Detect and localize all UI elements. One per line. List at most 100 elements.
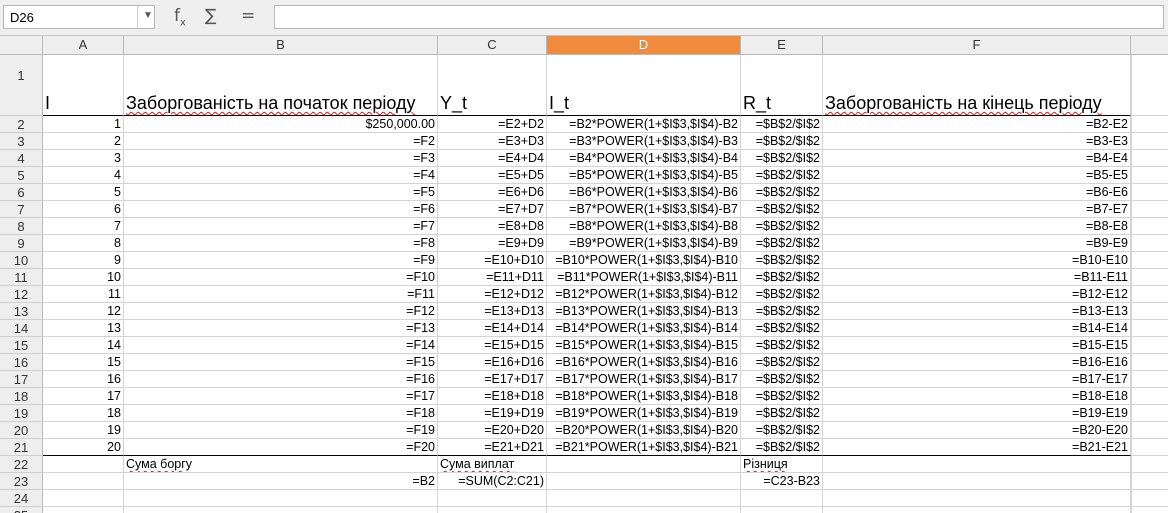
cell-b23[interactable]: =B2 — [124, 473, 438, 490]
row-header-22[interactable]: 22 — [0, 456, 43, 473]
cell-f6[interactable]: =B6-E6 — [823, 184, 1131, 201]
row-header-20[interactable]: 20 — [0, 422, 43, 439]
cell-e8[interactable]: =$B$2/$I$2 — [741, 218, 823, 235]
cell-d25[interactable] — [547, 507, 741, 513]
cell-f22[interactable] — [823, 456, 1131, 473]
equals-icon[interactable]: = — [241, 6, 256, 26]
column-header-c[interactable]: C — [438, 36, 547, 55]
cell-d2[interactable]: =B2*POWER(1+$I$3,$I$4)-B2 — [547, 116, 741, 133]
row-header-5[interactable]: 5 — [0, 167, 43, 184]
cell-b14[interactable]: =F13 — [124, 320, 438, 337]
cell-d9[interactable]: =B9*POWER(1+$I$3,$I$4)-B9 — [547, 235, 741, 252]
cell-b16[interactable]: =F15 — [124, 354, 438, 371]
cell-f8[interactable]: =B8-E8 — [823, 218, 1131, 235]
cell-d11[interactable]: =B11*POWER(1+$I$3,$I$4)-B11 — [547, 269, 741, 286]
cell-f11[interactable]: =B11-E11 — [823, 269, 1131, 286]
cell-c7[interactable]: =E7+D7 — [438, 201, 547, 218]
cell-next-22[interactable] — [1131, 456, 1168, 473]
row-header-2[interactable]: 2 — [0, 116, 43, 133]
cell-d14[interactable]: =B14*POWER(1+$I$3,$I$4)-B14 — [547, 320, 741, 337]
cell-f9[interactable]: =B9-E9 — [823, 235, 1131, 252]
cell-next-13[interactable] — [1131, 303, 1168, 320]
cell-next-9[interactable] — [1131, 235, 1168, 252]
cell-next-12[interactable] — [1131, 286, 1168, 303]
cell-next-3[interactable] — [1131, 133, 1168, 150]
cell-d18[interactable]: =B18*POWER(1+$I$3,$I$4)-B18 — [547, 388, 741, 405]
row-header-24[interactable]: 24 — [0, 490, 43, 507]
cell-next-23[interactable] — [1131, 473, 1168, 490]
cell-f1[interactable]: Заборгованість на кінець періоду — [823, 55, 1131, 116]
cell-e6[interactable]: =$B$2/$I$2 — [741, 184, 823, 201]
cell-d17[interactable]: =B17*POWER(1+$I$3,$I$4)-B17 — [547, 371, 741, 388]
cell-f23[interactable] — [823, 473, 1131, 490]
cell-c20[interactable]: =E20+D20 — [438, 422, 547, 439]
cell-d15[interactable]: =B15*POWER(1+$I$3,$I$4)-B15 — [547, 337, 741, 354]
row-header-11[interactable]: 11 — [0, 269, 43, 286]
row-header-14[interactable]: 14 — [0, 320, 43, 337]
cell-a9[interactable]: 8 — [43, 235, 124, 252]
cell-d13[interactable]: =B13*POWER(1+$I$3,$I$4)-B13 — [547, 303, 741, 320]
cell-c4[interactable]: =E4+D4 — [438, 150, 547, 167]
cell-b9[interactable]: =F8 — [124, 235, 438, 252]
cell-e20[interactable]: =$B$2/$I$2 — [741, 422, 823, 439]
cell-d4[interactable]: =B4*POWER(1+$I$3,$I$4)-B4 — [547, 150, 741, 167]
cell-b24[interactable] — [124, 490, 438, 507]
cell-d19[interactable]: =B19*POWER(1+$I$3,$I$4)-B19 — [547, 405, 741, 422]
cell-a11[interactable]: 10 — [43, 269, 124, 286]
cell-e23[interactable]: =C23-B23 — [741, 473, 823, 490]
function-wizard-icon[interactable]: fx — [174, 6, 186, 29]
cell-f15[interactable]: =B15-E15 — [823, 337, 1131, 354]
cell-e11[interactable]: =$B$2/$I$2 — [741, 269, 823, 286]
cell-e9[interactable]: =$B$2/$I$2 — [741, 235, 823, 252]
cell-next-17[interactable] — [1131, 371, 1168, 388]
cell-d10[interactable]: =B10*POWER(1+$I$3,$I$4)-B10 — [547, 252, 741, 269]
cell-f20[interactable]: =B20-E20 — [823, 422, 1131, 439]
cell-next-21[interactable] — [1131, 439, 1168, 456]
cell-d5[interactable]: =B5*POWER(1+$I$3,$I$4)-B5 — [547, 167, 741, 184]
cell-a7[interactable]: 6 — [43, 201, 124, 218]
cell-f25[interactable] — [823, 507, 1131, 513]
cell-d6[interactable]: =B6*POWER(1+$I$3,$I$4)-B6 — [547, 184, 741, 201]
row-header-9[interactable]: 9 — [0, 235, 43, 252]
cell-next-19[interactable] — [1131, 405, 1168, 422]
cell-b15[interactable]: =F14 — [124, 337, 438, 354]
row-header-12[interactable]: 12 — [0, 286, 43, 303]
row-header-4[interactable]: 4 — [0, 150, 43, 167]
cell-e14[interactable]: =$B$2/$I$2 — [741, 320, 823, 337]
cell-f10[interactable]: =B10-E10 — [823, 252, 1131, 269]
column-header-next[interactable] — [1131, 36, 1168, 55]
cell-a8[interactable]: 7 — [43, 218, 124, 235]
cell-b2[interactable]: $250,000.00 — [124, 116, 438, 133]
cell-c13[interactable]: =E13+D13 — [438, 303, 547, 320]
row-header-17[interactable]: 17 — [0, 371, 43, 388]
cell-f21[interactable]: =B21-E21 — [823, 439, 1131, 456]
cell-b11[interactable]: =F10 — [124, 269, 438, 286]
cell-next-6[interactable] — [1131, 184, 1168, 201]
cell-c25[interactable] — [438, 507, 547, 513]
cell-a12[interactable]: 11 — [43, 286, 124, 303]
cell-next-1[interactable] — [1131, 55, 1168, 116]
cell-a10[interactable]: 9 — [43, 252, 124, 269]
cell-c11[interactable]: =E11+D11 — [438, 269, 547, 286]
cell-next-25[interactable] — [1131, 507, 1168, 513]
cell-a18[interactable]: 17 — [43, 388, 124, 405]
cell-d12[interactable]: =B12*POWER(1+$I$3,$I$4)-B12 — [547, 286, 741, 303]
cell-c23[interactable]: =SUM(C2:C21) — [438, 473, 547, 490]
row-header-16[interactable]: 16 — [0, 354, 43, 371]
cell-c1[interactable]: Y_t — [438, 55, 547, 116]
row-header-13[interactable]: 13 — [0, 303, 43, 320]
cell-c17[interactable]: =E17+D17 — [438, 371, 547, 388]
row-header-15[interactable]: 15 — [0, 337, 43, 354]
name-box[interactable]: D26 ▼ — [3, 5, 155, 29]
cell-a24[interactable] — [43, 490, 124, 507]
cell-c14[interactable]: =E14+D14 — [438, 320, 547, 337]
cell-e22[interactable]: Різниця — [741, 456, 823, 473]
cell-a23[interactable] — [43, 473, 124, 490]
cell-d20[interactable]: =B20*POWER(1+$I$3,$I$4)-B20 — [547, 422, 741, 439]
cell-c3[interactable]: =E3+D3 — [438, 133, 547, 150]
cell-e19[interactable]: =$B$2/$I$2 — [741, 405, 823, 422]
cell-f19[interactable]: =B19-E19 — [823, 405, 1131, 422]
cell-next-14[interactable] — [1131, 320, 1168, 337]
cell-next-16[interactable] — [1131, 354, 1168, 371]
cell-next-18[interactable] — [1131, 388, 1168, 405]
